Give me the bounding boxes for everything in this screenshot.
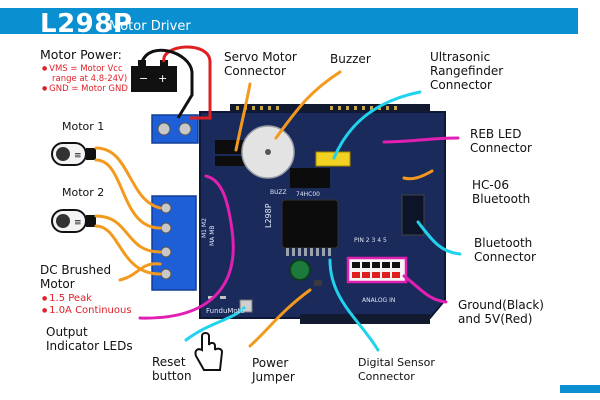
- header-bar: [0, 8, 578, 34]
- ultrasonic-label: Rangefinder: [430, 64, 504, 78]
- hc06-label: Bluetooth: [472, 192, 531, 206]
- silk-chip: 74HC00: [296, 191, 320, 198]
- bluetooth-connector-label: Connector: [474, 250, 536, 264]
- dc-motor-spec: 1.5 Peak: [42, 293, 92, 305]
- silk-fundumoto: FunduMoto: [206, 307, 245, 315]
- output-leds-label: Indicator LEDs: [46, 339, 133, 353]
- power-jumper-label: Jumper: [252, 370, 295, 384]
- reset-button-label: button: [152, 369, 192, 383]
- battery-icon: − +: [131, 60, 177, 92]
- digital-sensor-label: Digital Sensor: [358, 356, 435, 369]
- leader-lines-orange: [94, 70, 434, 348]
- motor2-label: Motor 2: [62, 186, 105, 199]
- silk-l298p: L298P: [264, 203, 273, 228]
- power-jumper-label: Power: [252, 356, 289, 370]
- dc-motor-title: Motor: [40, 277, 75, 291]
- digital-sensor-label: Connector: [358, 370, 415, 383]
- dc-motor-icon: ≡: [51, 209, 96, 233]
- motor-power-note: range at 4.8-24V): [52, 74, 128, 84]
- silk-analog: ANALOG IN: [362, 297, 396, 304]
- ultrasonic-label: Connector: [430, 78, 492, 92]
- ultrasonic-label: Ultrasonic: [430, 50, 491, 64]
- leader-lines-magenta: [138, 136, 460, 320]
- dc-motor-icon: ≡: [51, 142, 96, 166]
- rgb-led-label: Connector: [470, 141, 532, 155]
- motor-power-note: VMS = Motor Vcc: [42, 64, 123, 74]
- motor-terminal: [151, 195, 197, 291]
- motor-power-title: Motor Power:: [40, 47, 122, 62]
- page-subtitle: Motor Driver: [109, 19, 191, 34]
- ground-5v-label: and 5V(Red): [458, 312, 533, 326]
- reset-button-label: Reset: [152, 355, 186, 369]
- hand-pointer-icon: [194, 332, 224, 371]
- svg-text:+: +: [158, 72, 167, 85]
- silk-buzz: BUZZ: [270, 189, 287, 196]
- motor1-label: Motor 1: [62, 120, 105, 133]
- svg-text:≡: ≡: [74, 151, 82, 161]
- board: [199, 104, 446, 324]
- power-wire-black: [140, 48, 194, 119]
- dc-motor-title: DC Brushed: [40, 263, 112, 277]
- power-terminal: [151, 114, 199, 144]
- servo-connector-label: Connector: [224, 64, 286, 78]
- silk-pins: PIN 2 3 4 5: [354, 237, 387, 244]
- bluetooth-connector-label: Bluetooth: [474, 236, 533, 250]
- svg-text:−: −: [139, 72, 148, 85]
- power-wire-red: [162, 45, 212, 120]
- rgb-led-label: REB LED: [470, 127, 522, 141]
- page-title: L298P: [40, 9, 133, 39]
- output-leds-label: Output: [46, 325, 88, 339]
- motor-power-note: GND = Motor GND: [42, 84, 128, 94]
- silk-m1-m2: M1 M2: [201, 218, 208, 238]
- ground-5v-label: Ground(Black): [458, 298, 544, 312]
- svg-text:≡: ≡: [74, 218, 82, 228]
- footer-bar: [560, 385, 600, 393]
- dc-motor-spec: 1.0A Continuous: [42, 305, 131, 317]
- servo-connector-label: Servo Motor: [224, 50, 297, 64]
- hc06-label: HC-06: [472, 178, 510, 192]
- leader-lines-cyan: [184, 90, 462, 352]
- buzzer-label: Buzzer: [330, 52, 371, 66]
